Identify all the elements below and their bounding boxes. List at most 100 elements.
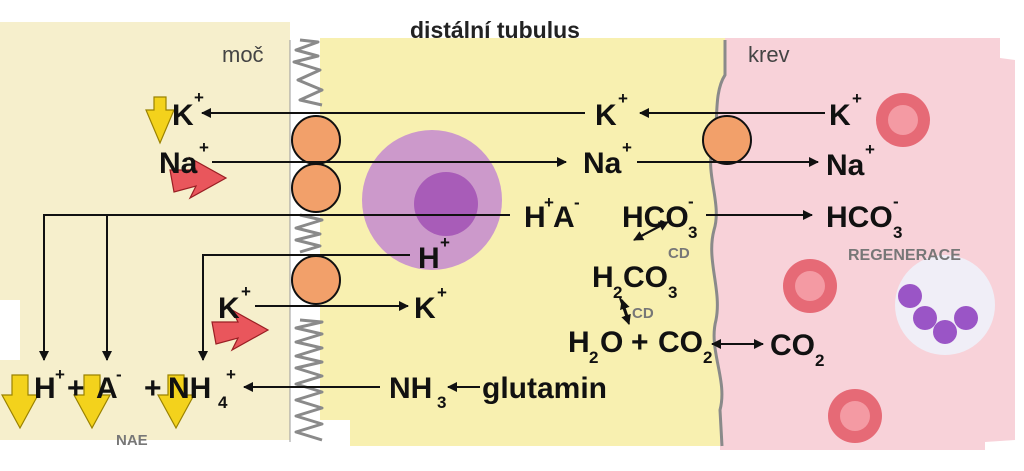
svg-text:2: 2 [815, 351, 824, 370]
svg-text:K: K [218, 292, 240, 325]
svg-text:+: + [622, 138, 632, 157]
transporter [702, 115, 752, 165]
cell-ha: H + A - [524, 193, 580, 234]
svg-text:K: K [595, 99, 617, 132]
svg-text:Na: Na [159, 147, 198, 180]
cd-label: CD [632, 305, 654, 322]
svg-text:2: 2 [589, 348, 598, 367]
svg-text:H: H [524, 201, 546, 234]
svg-text:HCO: HCO [622, 201, 689, 234]
svg-text:+: + [241, 282, 251, 301]
svg-text:+: + [865, 140, 875, 159]
svg-text:+: + [440, 233, 450, 252]
regeneration-label: REGENERACE [848, 247, 961, 264]
svg-text:-: - [116, 365, 122, 384]
plus-sign: + [67, 372, 85, 405]
red-blood-cell [828, 389, 882, 443]
transporter [291, 255, 341, 305]
cd-label: CD [668, 245, 690, 262]
svg-text:O: O [600, 326, 623, 359]
cell-h2o: H 2 O [568, 326, 623, 367]
cd-reaction-arrow-back [633, 225, 661, 241]
red-blood-cell [783, 259, 837, 313]
flow-arrows [39, 108, 825, 392]
svg-text:NH: NH [168, 372, 211, 405]
cell-nh3: NH 3 [389, 372, 446, 412]
svg-text:NH: NH [389, 372, 432, 405]
nae-label: NAE [116, 432, 148, 449]
yellow-down-arrow [0, 374, 40, 430]
cell-h: H + [418, 233, 450, 275]
cell-co2: CO 2 [658, 326, 712, 367]
red-blood-cell [876, 93, 930, 147]
svg-text:CO: CO [770, 329, 815, 362]
blood-hco3: HCO 3 - [826, 192, 902, 242]
svg-text:2: 2 [613, 283, 622, 302]
yellow-down-arrow [72, 374, 112, 430]
urine-h: H + [34, 365, 65, 405]
svg-text:+: + [544, 193, 554, 212]
red-right-arrow [169, 156, 228, 200]
cell-na: Na + [583, 138, 632, 180]
svg-text:+: + [55, 365, 65, 384]
svg-text:H: H [34, 372, 56, 405]
svg-text:H: H [592, 261, 614, 294]
svg-text:+: + [437, 283, 447, 302]
svg-text:3: 3 [688, 223, 697, 242]
blood-na: Na + [826, 140, 875, 182]
blood-label: krev [748, 42, 790, 67]
svg-text:CO: CO [658, 326, 703, 359]
blood-co2: CO 2 [770, 329, 824, 370]
blood-k: K + [829, 89, 862, 132]
urine-k: K + [172, 88, 204, 132]
transporter [291, 163, 341, 213]
cell-nucleus [414, 172, 478, 236]
svg-text:H: H [568, 326, 590, 359]
svg-text:+: + [194, 88, 204, 107]
urine-na: Na + [159, 138, 209, 180]
svg-text:-: - [688, 192, 694, 211]
red-right-arrows [169, 156, 270, 352]
svg-text:CO: CO [623, 261, 668, 294]
svg-text:Na: Na [826, 149, 865, 182]
svg-text:A: A [553, 201, 575, 234]
plus-sign: + [631, 326, 649, 359]
svg-text:Na: Na [583, 147, 622, 180]
svg-text:-: - [893, 192, 899, 211]
svg-text:A: A [96, 372, 118, 405]
svg-text:-: - [574, 193, 580, 212]
svg-text:+: + [199, 138, 209, 157]
tubule-label: distální tubulus [410, 17, 580, 43]
cell-k: K + [595, 89, 628, 132]
svg-text:K: K [172, 99, 194, 132]
svg-text:K: K [414, 292, 436, 325]
urine-a: A - [96, 365, 122, 405]
svg-text:+: + [618, 89, 628, 108]
lobed-nucleus [898, 284, 978, 344]
apical-membrane [292, 38, 324, 442]
h-secretion-arrow [198, 254, 410, 361]
plus-sign: + [144, 372, 162, 405]
svg-text:+: + [226, 365, 236, 384]
cell-hco3: HCO 3 - [622, 192, 697, 242]
svg-text:3: 3 [668, 283, 677, 302]
svg-text:4: 4 [218, 393, 228, 412]
transporter [291, 115, 341, 165]
white-blood-cell [895, 255, 995, 355]
yellow-down-arrow [145, 96, 175, 145]
svg-text:3: 3 [893, 223, 902, 242]
svg-text:HCO: HCO [826, 201, 893, 234]
cell-k-second: K + [414, 283, 447, 325]
blood-region [710, 38, 1015, 450]
svg-text:H: H [418, 242, 440, 275]
glutamin-label: glutamin [482, 372, 607, 405]
cd-reaction-arrow-back [620, 299, 630, 319]
yellow-down-arrows [0, 96, 196, 430]
urine-label: moč [222, 42, 264, 67]
svg-text:3: 3 [437, 393, 446, 412]
ha-arrow [39, 214, 510, 361]
urine-nh4: NH 4 + [168, 365, 236, 412]
svg-text:+: + [852, 89, 862, 108]
